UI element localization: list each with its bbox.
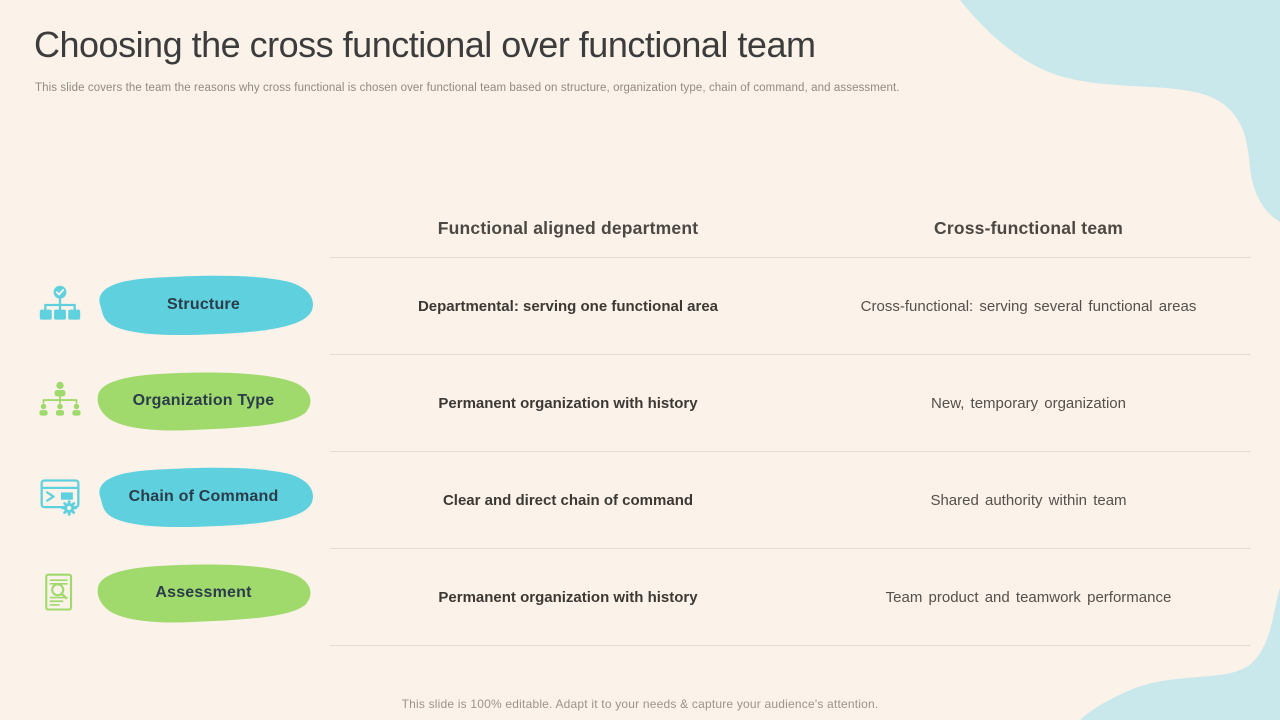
category-row-assessment: Assessment xyxy=(0,545,330,641)
table-row: Permanent organization with history Team… xyxy=(330,548,1251,646)
category-rail: Structure xyxy=(0,257,330,641)
slide-title: Choosing the cross functional over funct… xyxy=(34,24,816,65)
table-row: Departmental: serving one functional are… xyxy=(330,257,1251,354)
column-header-cross-functional: Cross-functional team xyxy=(934,218,1123,238)
org-structure-check-icon xyxy=(38,283,82,327)
gear-glyph xyxy=(61,500,77,516)
cell-chain-cross-functional: Shared authority within team xyxy=(930,491,1127,509)
report-magnifier-icon xyxy=(38,571,82,615)
cell-structure-cross-functional: Cross-functional: serving several functi… xyxy=(860,297,1197,315)
editable-note: This slide is 100% editable. Adapt it to… xyxy=(401,697,879,711)
cell-assessment-cross-functional: Team product and teamwork performance xyxy=(885,588,1172,606)
top-right-blob xyxy=(960,0,1280,222)
slide-subtitle: This slide covers the team the reasons w… xyxy=(35,82,900,94)
category-pill-assessment: Assessment xyxy=(90,562,317,624)
category-pill-structure: Structure xyxy=(90,274,317,336)
column-header-functional: Functional aligned department xyxy=(437,218,699,238)
table-row: Permanent organization with history New,… xyxy=(330,354,1251,451)
category-label: Assessment xyxy=(155,584,252,601)
comparison-table: Functional aligned department Cross-func… xyxy=(330,200,1251,646)
category-pill-organization-type: Organization Type xyxy=(90,370,317,432)
cell-orgtype-cross-functional: New, temporary organization xyxy=(931,394,1126,412)
category-label: Chain of Command xyxy=(128,488,279,505)
cell-chain-functional: Clear and direct chain of command xyxy=(442,491,694,509)
people-hierarchy-icon xyxy=(38,379,82,423)
category-row-chain-of-command: Chain of Command xyxy=(0,449,330,545)
table-header-row: Functional aligned department Cross-func… xyxy=(330,200,1251,257)
console-gear-icon xyxy=(38,475,82,519)
category-row-structure: Structure xyxy=(0,257,330,353)
cell-orgtype-functional: Permanent organization with history xyxy=(438,394,698,412)
cell-structure-functional: Departmental: serving one functional are… xyxy=(417,297,719,315)
cell-assessment-functional: Permanent organization with history xyxy=(438,588,698,606)
category-pill-chain-of-command: Chain of Command xyxy=(90,466,317,528)
category-label: Structure xyxy=(167,296,240,313)
category-row-organization-type: Organization Type xyxy=(0,353,330,449)
category-label: Organization Type xyxy=(132,392,275,409)
table-row: Clear and direct chain of command Shared… xyxy=(330,451,1251,548)
